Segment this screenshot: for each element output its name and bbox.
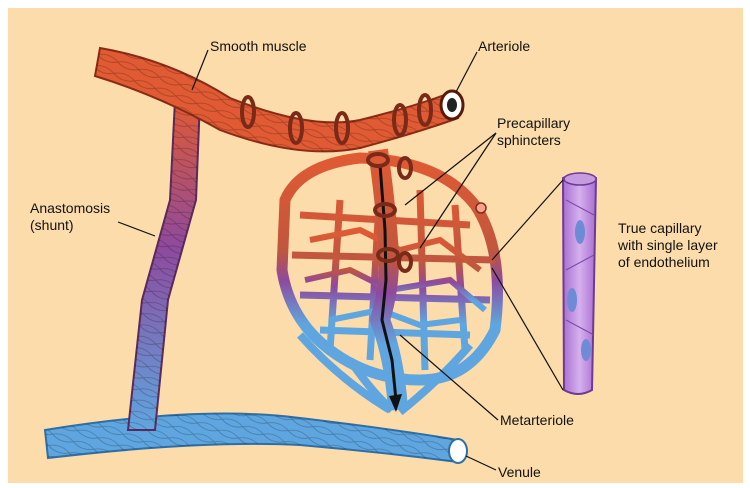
label-anastomosis-line2: (shunt): [30, 217, 110, 234]
label-venule: Venule: [498, 464, 541, 481]
label-precapillary-sphincters: Precapillary sphincters: [497, 115, 570, 149]
label-smooth-muscle: Smooth muscle: [210, 38, 306, 55]
label-true-capillary: True capillary with single layer of endo…: [618, 220, 718, 271]
label-true-capillary-line1: True capillary: [618, 220, 718, 237]
label-arteriole: Arteriole: [478, 38, 530, 55]
label-anastomosis-line1: Anastomosis: [30, 200, 110, 217]
label-precapillary-line2: sphincters: [497, 132, 570, 149]
true-capillary-enlargement: [563, 173, 596, 394]
label-precapillary-line1: Precapillary: [497, 115, 570, 132]
label-true-capillary-line2: with single layer: [618, 237, 718, 254]
label-anastomosis: Anastomosis (shunt): [30, 200, 110, 234]
label-true-capillary-line3: of endothelium: [618, 254, 718, 271]
label-metarteriole: Metarteriole: [500, 412, 574, 429]
